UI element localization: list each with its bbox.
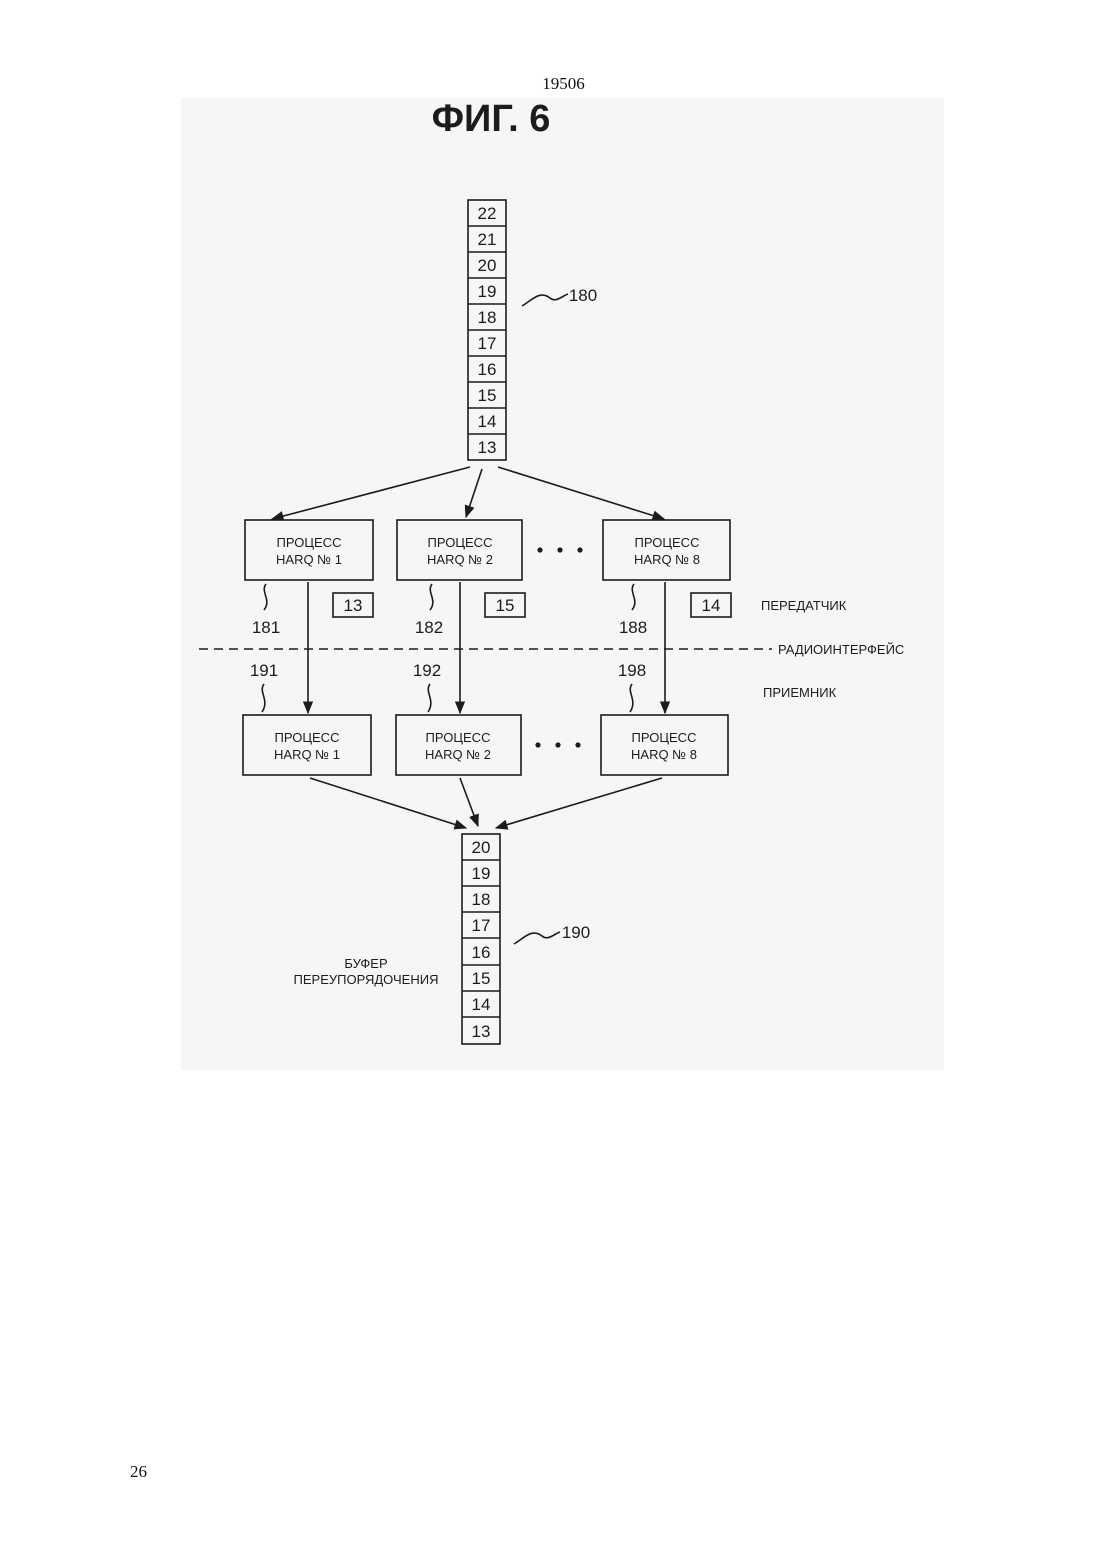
process-label: HARQ № 8 xyxy=(634,552,700,567)
ref-leader-190 xyxy=(514,932,560,944)
ref-leader-182 xyxy=(430,584,433,610)
process-label: ПРОЦЕСС xyxy=(275,730,340,745)
tx-queue-cell: 20 xyxy=(478,256,497,275)
ellipsis-dot xyxy=(555,742,560,747)
process-label: HARQ № 1 xyxy=(276,552,342,567)
process-label: HARQ № 1 xyxy=(274,747,340,762)
ref-leader-181 xyxy=(264,584,267,610)
ref-leader-180 xyxy=(522,294,568,306)
ref-181: 181 xyxy=(252,618,280,637)
reorder-buffer: 20 19 18 17 16 15 14 13 xyxy=(462,834,500,1044)
tx-queue-cell: 19 xyxy=(478,282,497,301)
arrow xyxy=(496,778,662,828)
ref-leader-191 xyxy=(262,684,265,712)
page-number: 26 xyxy=(130,1462,147,1482)
ref-leader-188 xyxy=(632,584,635,610)
arrow xyxy=(310,778,466,828)
tx-queue-cell: 21 xyxy=(478,230,497,249)
ref-198: 198 xyxy=(618,661,646,680)
ref-188: 188 xyxy=(619,618,647,637)
tx-queue-cell: 16 xyxy=(478,360,497,379)
tx-packet: 15 xyxy=(496,596,515,615)
tx-queue-cell: 14 xyxy=(478,412,497,431)
tx-process-box: ПРОЦЕСС HARQ № 2 xyxy=(397,520,522,580)
air-interface-label: РАДИОИНТЕРФЕЙС xyxy=(778,642,904,657)
ref-182: 182 xyxy=(415,618,443,637)
tx-queue-cell: 22 xyxy=(478,204,497,223)
ellipsis-dot xyxy=(535,742,540,747)
receiver-label: ПРИЕМНИК xyxy=(763,685,837,700)
buffer-cell: 20 xyxy=(472,838,491,857)
ellipsis-dot xyxy=(577,547,582,552)
tx-queue-cell: 13 xyxy=(478,438,497,457)
tx-process-box: ПРОЦЕСС HARQ № 8 xyxy=(603,520,730,580)
process-label: ПРОЦЕСС xyxy=(632,730,697,745)
arrow xyxy=(272,467,470,519)
process-label: HARQ № 2 xyxy=(427,552,493,567)
tx-queue-cell: 18 xyxy=(478,308,497,327)
buffer-label: ПЕРЕУПОРЯДОЧЕНИЯ xyxy=(294,972,439,987)
tx-packet: 13 xyxy=(344,596,363,615)
ref-180: 180 xyxy=(569,286,597,305)
ref-192: 192 xyxy=(413,661,441,680)
rx-process-box: ПРОЦЕСС HARQ № 1 xyxy=(243,715,371,775)
buffer-label: БУФЕР xyxy=(344,956,387,971)
tx-queue-cell: 15 xyxy=(478,386,497,405)
ref-190: 190 xyxy=(562,923,590,942)
buffer-cell: 13 xyxy=(472,1022,491,1041)
tx-queue-cell: 17 xyxy=(478,334,497,353)
arrow xyxy=(466,469,482,517)
process-label: ПРОЦЕСС xyxy=(428,535,493,550)
buffer-cell: 14 xyxy=(472,995,491,1014)
buffer-cell: 16 xyxy=(472,943,491,962)
process-label: ПРОЦЕСС xyxy=(277,535,342,550)
tx-queue: 22 21 20 19 18 17 16 15 14 13 xyxy=(468,200,506,460)
process-label: ПРОЦЕСС xyxy=(635,535,700,550)
buffer-cell: 15 xyxy=(472,969,491,988)
ellipsis-dot xyxy=(537,547,542,552)
buffer-cell: 19 xyxy=(472,864,491,883)
ellipsis-dot xyxy=(557,547,562,552)
ref-leader-192 xyxy=(428,684,431,712)
ellipsis-dot xyxy=(575,742,580,747)
process-label: HARQ № 2 xyxy=(425,747,491,762)
rx-process-box: ПРОЦЕСС HARQ № 2 xyxy=(396,715,521,775)
process-label: HARQ № 8 xyxy=(631,747,697,762)
transmitter-label: ПЕРЕДАТЧИК xyxy=(761,598,847,613)
tx-packet: 14 xyxy=(702,596,721,615)
ref-191: 191 xyxy=(250,661,278,680)
buffer-cell: 18 xyxy=(472,890,491,909)
arrow xyxy=(498,467,664,519)
process-label: ПРОЦЕСС xyxy=(426,730,491,745)
arrow xyxy=(460,778,478,826)
tx-process-box: ПРОЦЕСС HARQ № 1 xyxy=(245,520,373,580)
ref-leader-198 xyxy=(630,684,633,712)
rx-process-box: ПРОЦЕСС HARQ № 8 xyxy=(601,715,728,775)
buffer-cell: 17 xyxy=(472,916,491,935)
